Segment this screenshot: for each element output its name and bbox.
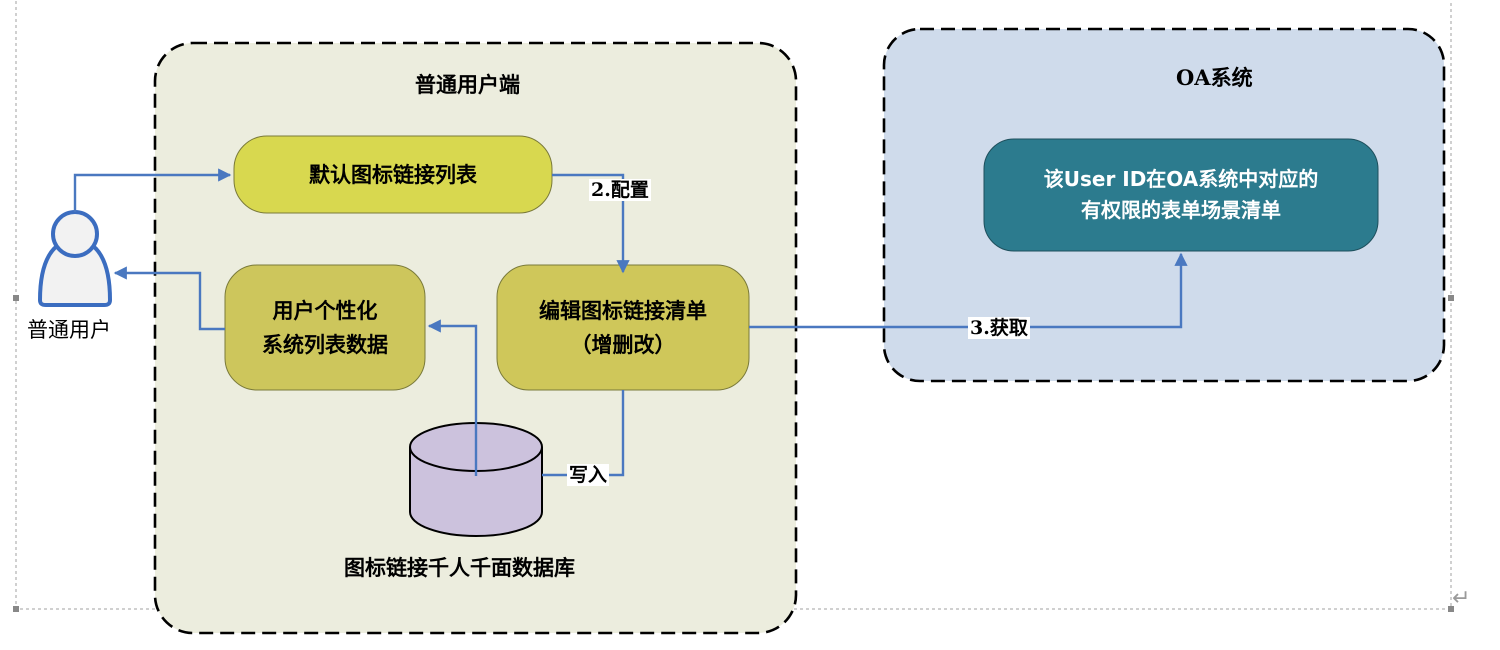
edit-list-text: 编辑图标链接清单 （增删改） <box>539 297 707 357</box>
edge-configure <box>552 173 630 274</box>
edge-user-to-default-list <box>73 168 232 212</box>
personal-data-text: 用户个性化 系统列表数据 <box>262 297 388 357</box>
oa-forms-text: 该User ID在OA系统中对应的 有权限的表单场景清单 <box>1043 167 1319 222</box>
frame-handle-bottom-left[interactable] <box>13 606 19 612</box>
user-icon[interactable] <box>37 210 113 307</box>
edge-personal-data-to-user <box>113 266 225 331</box>
frame-handle-left[interactable] <box>13 295 19 301</box>
frame-handle-bottom-right[interactable] <box>1448 606 1454 612</box>
edge-db-to-personal-data <box>427 319 478 476</box>
edge-label-configure: 2.配置 <box>589 179 651 201</box>
edge-fetch <box>749 252 1188 329</box>
edge-label-fetch: 3.获取 <box>968 317 1030 339</box>
edge-label-write: 写入 <box>567 464 610 486</box>
actor-label: 普通用户 <box>27 318 111 342</box>
default-list-text: 默认图标链接列表 <box>309 161 477 187</box>
oa-system-title: OA系统 <box>1176 65 1253 90</box>
user-side-title: 普通用户端 <box>415 72 520 97</box>
page-frame <box>15 0 1452 610</box>
personal-data-node[interactable] <box>224 264 426 391</box>
frame-handle-right[interactable] <box>1448 295 1454 301</box>
paragraph-return-icon: ↵ <box>1452 586 1471 611</box>
oa-forms-node[interactable] <box>983 138 1379 252</box>
database-label: 图标链接千人千面数据库 <box>344 555 575 580</box>
